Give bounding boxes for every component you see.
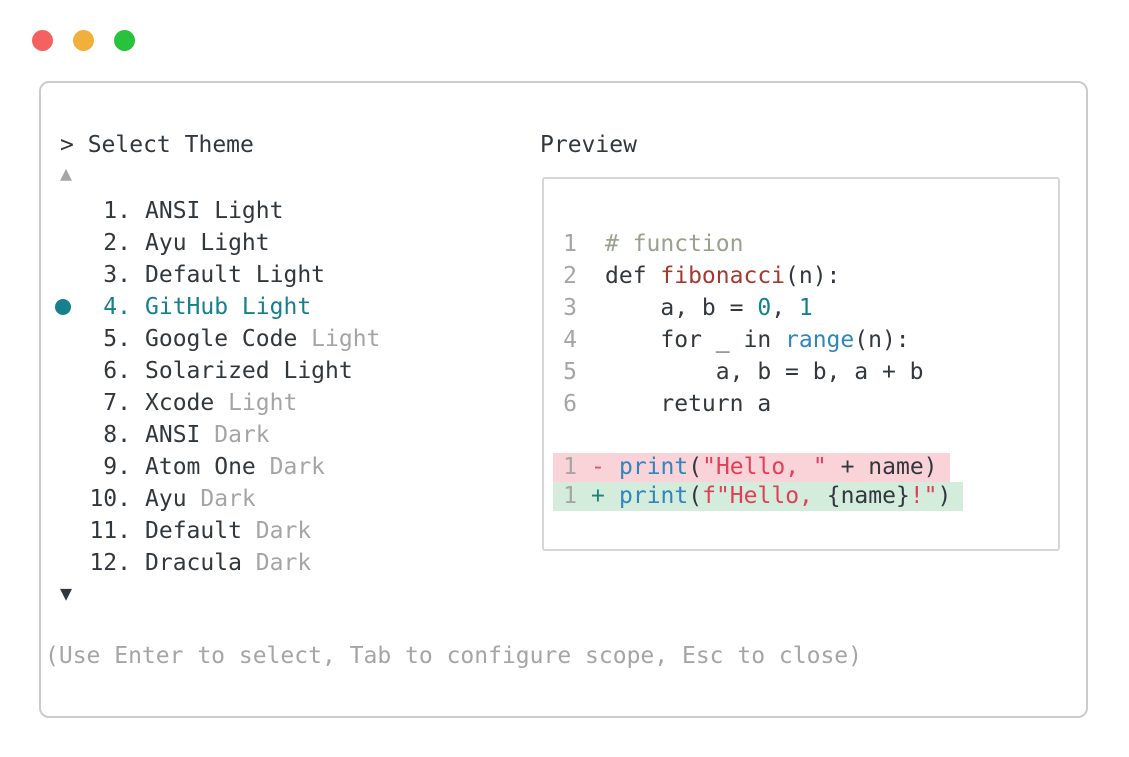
close-button[interactable] xyxy=(32,30,53,51)
theme-item-1[interactable]: 1.ANSI Light xyxy=(103,198,284,224)
diff-line-added: 1+print(f"Hello, {name}!") xyxy=(553,482,964,511)
theme-list: 1.ANSI Light 2.Ayu Light 3.Default Light 4.… xyxy=(55,195,381,579)
theme-item-12[interactable]: 12.Dracula Dark xyxy=(89,550,312,576)
scroll-down-icon[interactable]: ▼ xyxy=(60,581,73,605)
theme-item-4[interactable]: 4.GitHub Light xyxy=(55,291,380,323)
theme-item-3[interactable]: 3.Default Light xyxy=(103,262,326,288)
theme-item-11[interactable]: 11.Default Dark xyxy=(89,518,312,544)
preview-diff: 1-print("Hello, " + name)1+print(f"Hello… xyxy=(553,453,964,511)
footer-hint: (Use Enter to select, Tab to configure s… xyxy=(45,643,862,669)
theme-item-5[interactable]: 5.Google Code Light xyxy=(103,326,381,352)
theme-item-7[interactable]: 7.Xcode Light xyxy=(103,390,298,416)
theme-item-9[interactable]: 9.Atom One Dark xyxy=(103,454,326,480)
code-line: 5 a, b = b, a + b xyxy=(563,359,924,385)
select-theme-prompt: > Select Theme xyxy=(60,132,254,158)
theme-item-8[interactable]: 8.ANSI Dark xyxy=(103,422,270,448)
preview-title: Preview xyxy=(540,132,637,158)
zoom-button[interactable] xyxy=(114,30,135,51)
scroll-up-icon[interactable]: ▲ xyxy=(60,161,73,185)
code-line: 6 return a xyxy=(563,391,772,417)
diff-line-removed: 1-print("Hello, " + name) xyxy=(553,453,963,482)
code-line: 3 a, b = 0, 1 xyxy=(563,295,813,321)
theme-picker-dialog: > Select Theme Preview ▲ 1.ANSI Light 2.A… xyxy=(39,81,1088,718)
theme-item-2[interactable]: 2.Ayu Light xyxy=(103,230,270,256)
theme-item-10[interactable]: 10.Ayu Dark xyxy=(89,486,256,512)
code-line: 1# function xyxy=(563,231,744,257)
code-line: 4 for _ in range(n): xyxy=(563,327,910,353)
selected-bullet-icon xyxy=(55,299,71,315)
minimize-button[interactable] xyxy=(73,30,94,51)
theme-item-6[interactable]: 6.Solarized Light xyxy=(103,358,353,384)
